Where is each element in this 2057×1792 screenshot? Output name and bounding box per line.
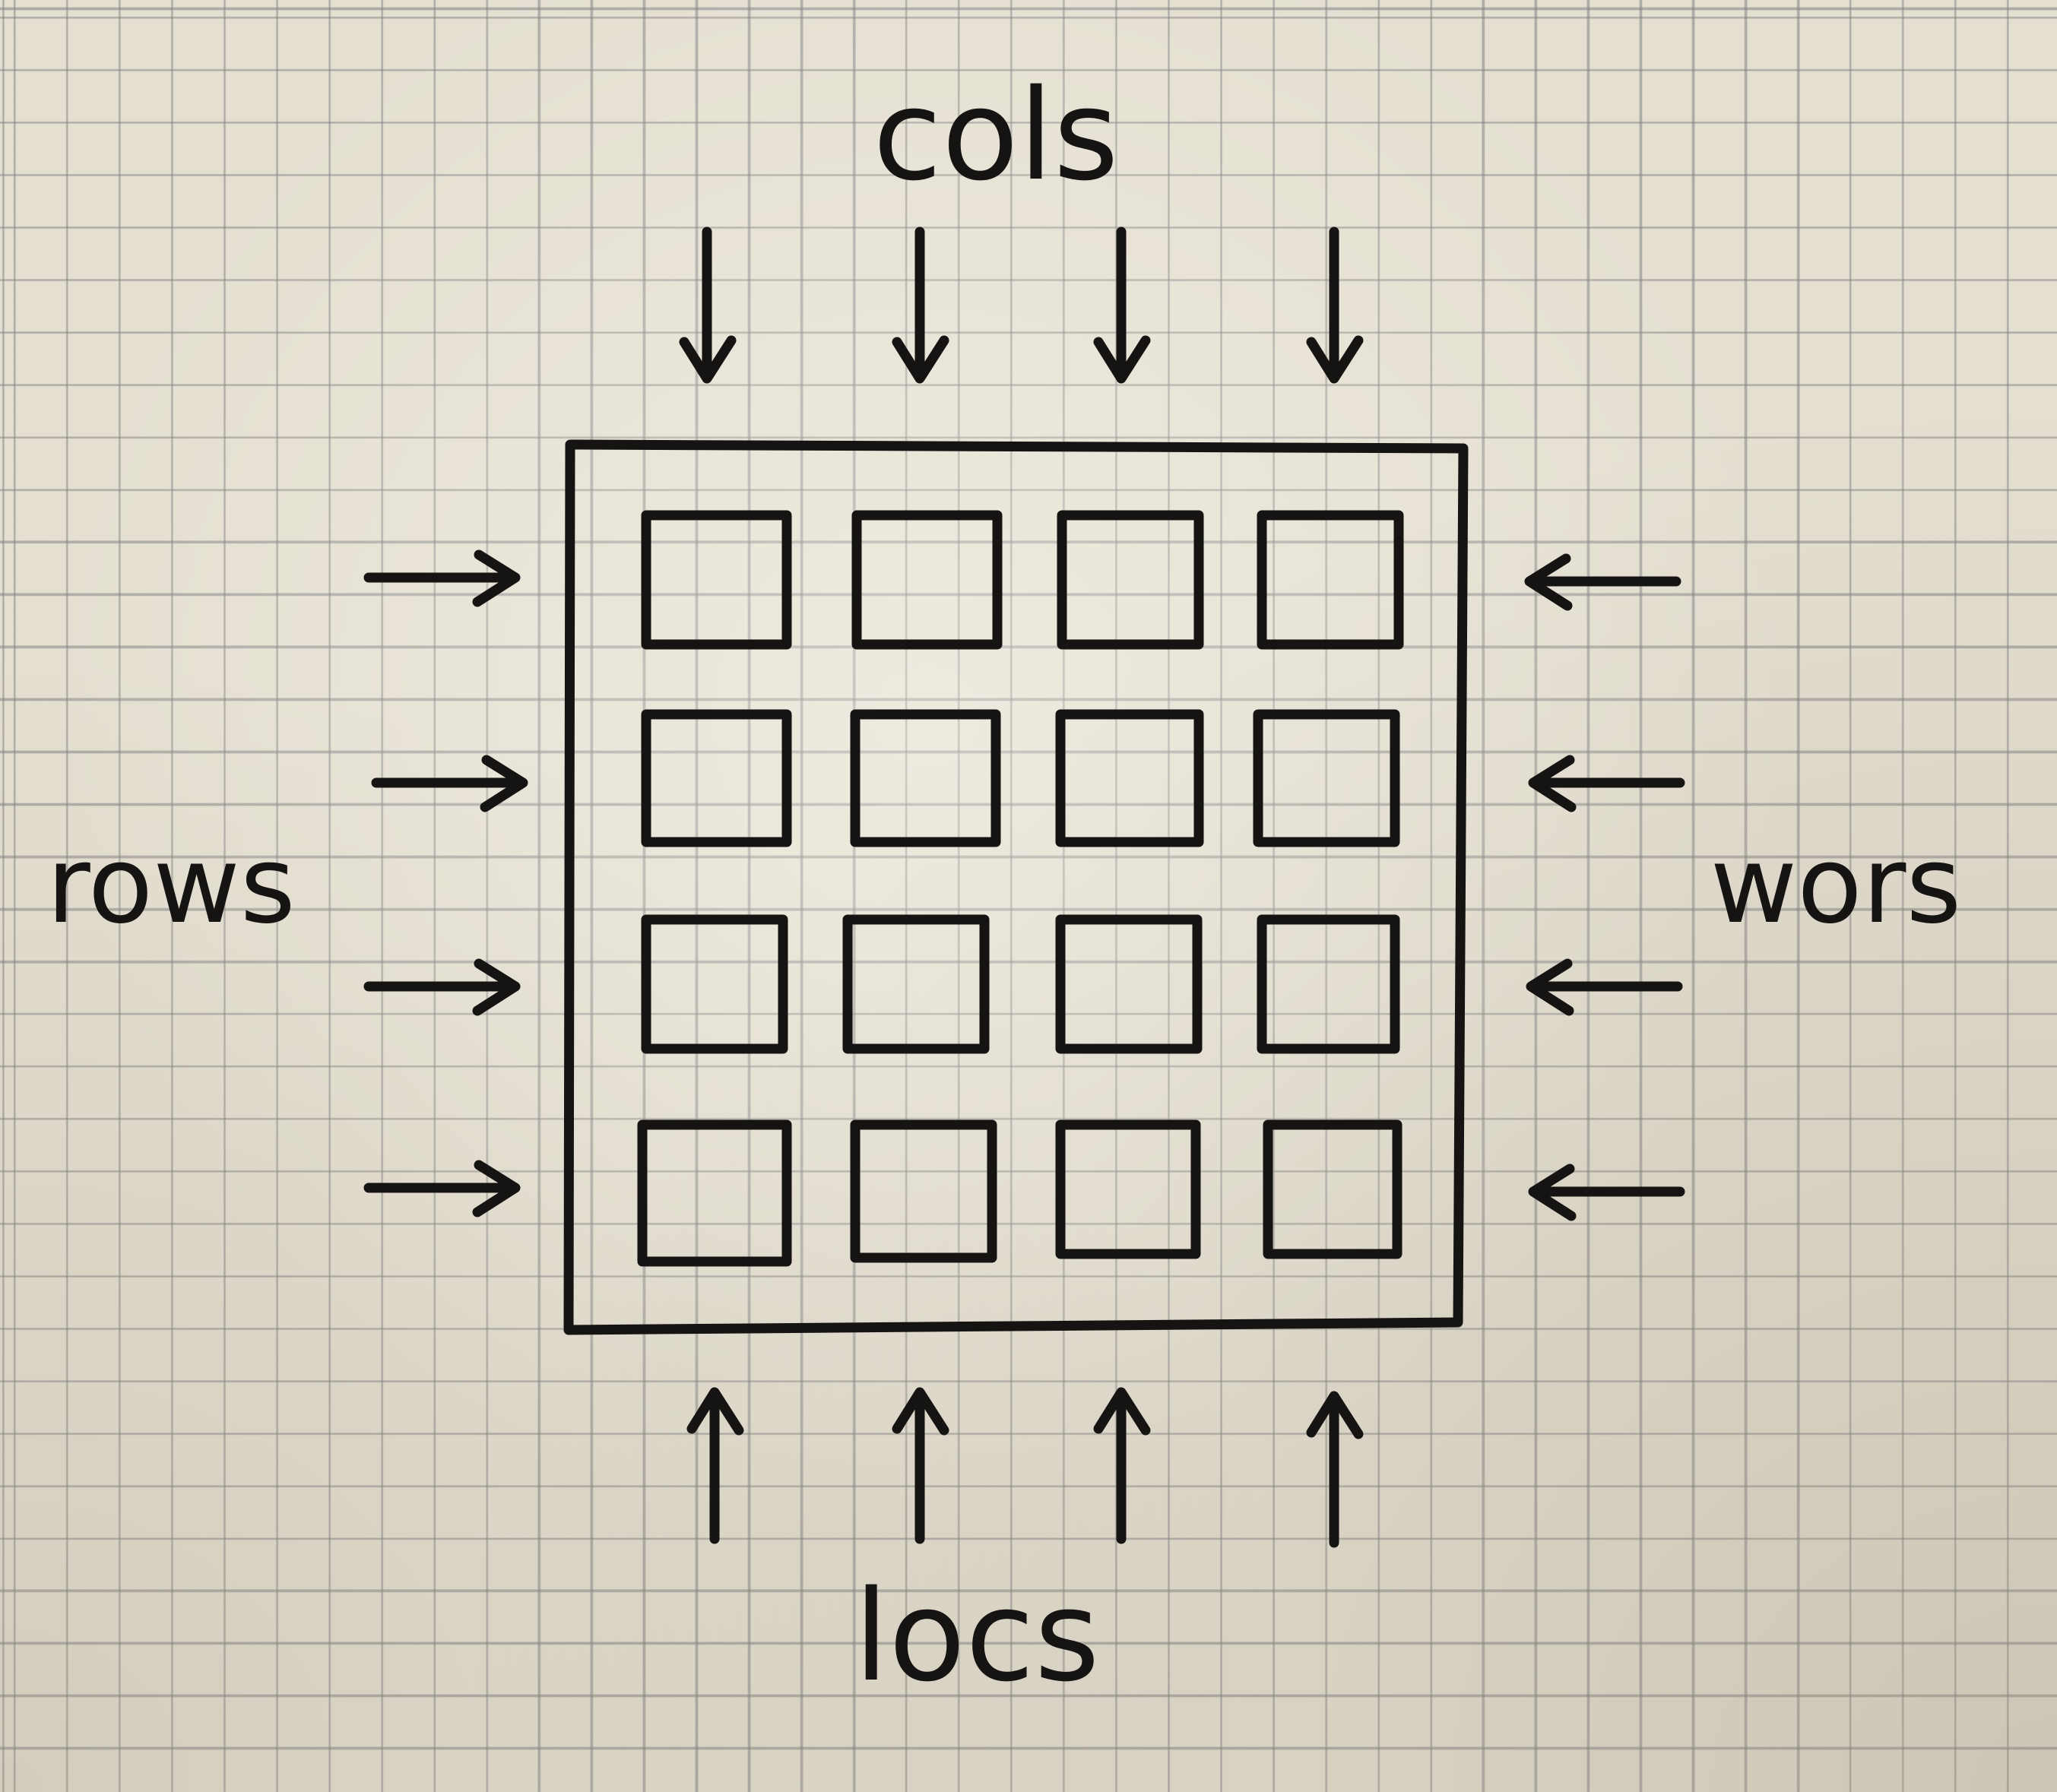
arrow-right-icon (376, 760, 523, 807)
arrow-left-icon (1533, 1169, 1680, 1216)
matrix-cell (851, 510, 1003, 650)
arrow-left-icon (1531, 964, 1678, 1011)
label-rows: rows (46, 824, 296, 948)
matrix-cell (1057, 510, 1204, 650)
matrix-outer-frame (563, 439, 1469, 1335)
matrix-cell (641, 510, 792, 650)
matrix-cell (1055, 1119, 1201, 1259)
matrix-cell (1257, 914, 1400, 1054)
left-arrows (369, 555, 523, 1212)
arrow-down-icon (897, 232, 944, 378)
bottom-arrows (692, 1392, 1358, 1543)
arrow-right-icon (369, 964, 515, 1011)
matrix-cell (1055, 914, 1203, 1054)
label-cols: cols (873, 62, 1118, 208)
arrow-up-icon (1311, 1396, 1358, 1543)
right-arrows (1529, 559, 1680, 1216)
arrow-up-icon (692, 1392, 739, 1539)
matrix-cell (1055, 709, 1204, 847)
matrix-cell (641, 914, 788, 1054)
arrow-left-icon (1529, 559, 1676, 606)
matrix-cell (1253, 709, 1400, 847)
matrix-cell (641, 709, 792, 847)
arrow-up-icon (1098, 1392, 1146, 1539)
matrix-cell (850, 1119, 997, 1263)
arrow-right-icon (369, 1165, 515, 1212)
matrix-cells (637, 510, 1404, 1267)
arrow-down-icon (1311, 232, 1358, 378)
label-locs: locs (854, 1563, 1099, 1709)
matrix-cell (1257, 510, 1404, 650)
matrix-cell (1263, 1119, 1402, 1259)
label-wors: wors (1710, 824, 1962, 948)
arrow-right-icon (369, 555, 515, 602)
matrix-cell (842, 914, 990, 1054)
arrow-down-icon (1098, 232, 1146, 378)
matrix-cell (637, 1119, 792, 1267)
arrow-up-icon (897, 1392, 944, 1539)
top-arrows (684, 232, 1358, 378)
matrix-cell (850, 709, 1001, 847)
arrow-left-icon (1533, 760, 1680, 807)
arrow-down-icon (684, 232, 731, 378)
